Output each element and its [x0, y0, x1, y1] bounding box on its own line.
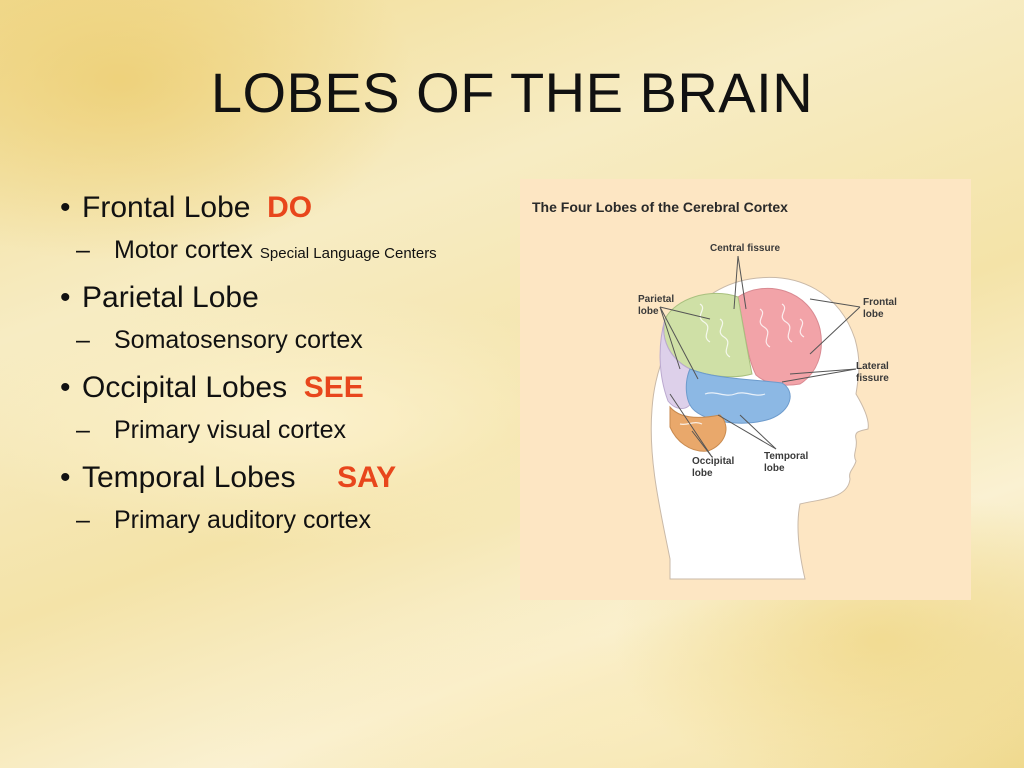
frontal-lobe-shape: [737, 288, 822, 386]
label-text: Occipital: [692, 456, 735, 467]
label-text: Parietal: [638, 294, 675, 305]
bullet-frontal-lobe: • Frontal Lobe DO: [60, 188, 510, 228]
bullet-label: Parietal Lobe: [82, 281, 259, 314]
bullet-dot: •: [60, 371, 71, 404]
bullet-dot: •: [60, 461, 71, 494]
sub-bullet-motor-cortex: –Motor cortex Special Language Centers: [60, 228, 510, 278]
sub-bullet-label: Primary visual cortex: [114, 416, 346, 444]
slide-title: LOBES OF THE BRAIN: [210, 61, 814, 124]
bullet-tag: DO: [267, 191, 313, 224]
sub-bullet-label: Primary auditory cortex: [114, 506, 372, 534]
bullet-occipital-lobes: • Occipital Lobes SEE: [60, 368, 510, 408]
bullet-label: Frontal Lobe: [82, 191, 251, 224]
bullet-parietal-lobe: • Parietal Lobe: [60, 278, 510, 318]
sub-bullet-dash: –: [76, 416, 90, 444]
label-text: Lateral: [856, 361, 889, 372]
label-text: lobe: [764, 463, 785, 474]
occipital-lobe-shape: [669, 405, 727, 452]
bullet-tag: SAY: [337, 461, 397, 494]
sub-bullet-somatosensory-cortex: –Somatosensory cortex: [60, 318, 510, 368]
label-pointer-lines: [659, 255, 861, 458]
sub-bullet-label: Somatosensory cortex: [114, 326, 363, 354]
figure-title: The Four Lobes of the Cerebral Cortex: [532, 199, 788, 215]
brain-lobes-figure: The Four Lobes of the Cerebral Cortex: [520, 179, 971, 600]
label-text: Temporal: [764, 451, 809, 462]
sub-bullet-primary-visual-cortex: –Primary visual cortex: [60, 408, 510, 458]
sub-bullet-note: Special Language Centers: [259, 245, 437, 262]
bullet-label: Temporal Lobes: [82, 461, 296, 494]
sub-bullet-label: Motor cortex: [114, 236, 253, 264]
temporal-lobe-shape: [685, 368, 791, 424]
head-brain-illustration: [650, 255, 869, 580]
bullet-list: •Frontal Lobe DO –Motor cortex Special L…: [60, 188, 510, 548]
label-text: fissure: [856, 373, 889, 384]
label-text: lobe: [692, 468, 713, 479]
bullet-tag: SEE: [303, 371, 364, 404]
bullet-temporal-lobes: • Temporal Lobes SAY: [60, 458, 510, 498]
sub-bullet-primary-auditory-cortex: –Primary auditory cortex: [60, 498, 510, 548]
bullet-dot: •: [60, 281, 71, 314]
sub-bullet-dash: –: [76, 326, 90, 354]
sub-bullet-dash: –: [76, 236, 90, 264]
label-central-fissure: Central fissure: [710, 243, 780, 255]
bullet-label: Occipital Lobes: [82, 371, 288, 404]
label-text: lobe: [863, 309, 884, 320]
sub-bullet-dash: –: [76, 506, 90, 534]
bullet-dot: •: [60, 191, 71, 224]
label-text: lobe: [638, 306, 659, 317]
label-text: Frontal: [863, 297, 897, 308]
brain-sulci: [679, 303, 805, 426]
label-text: Central fissure: [710, 243, 781, 254]
